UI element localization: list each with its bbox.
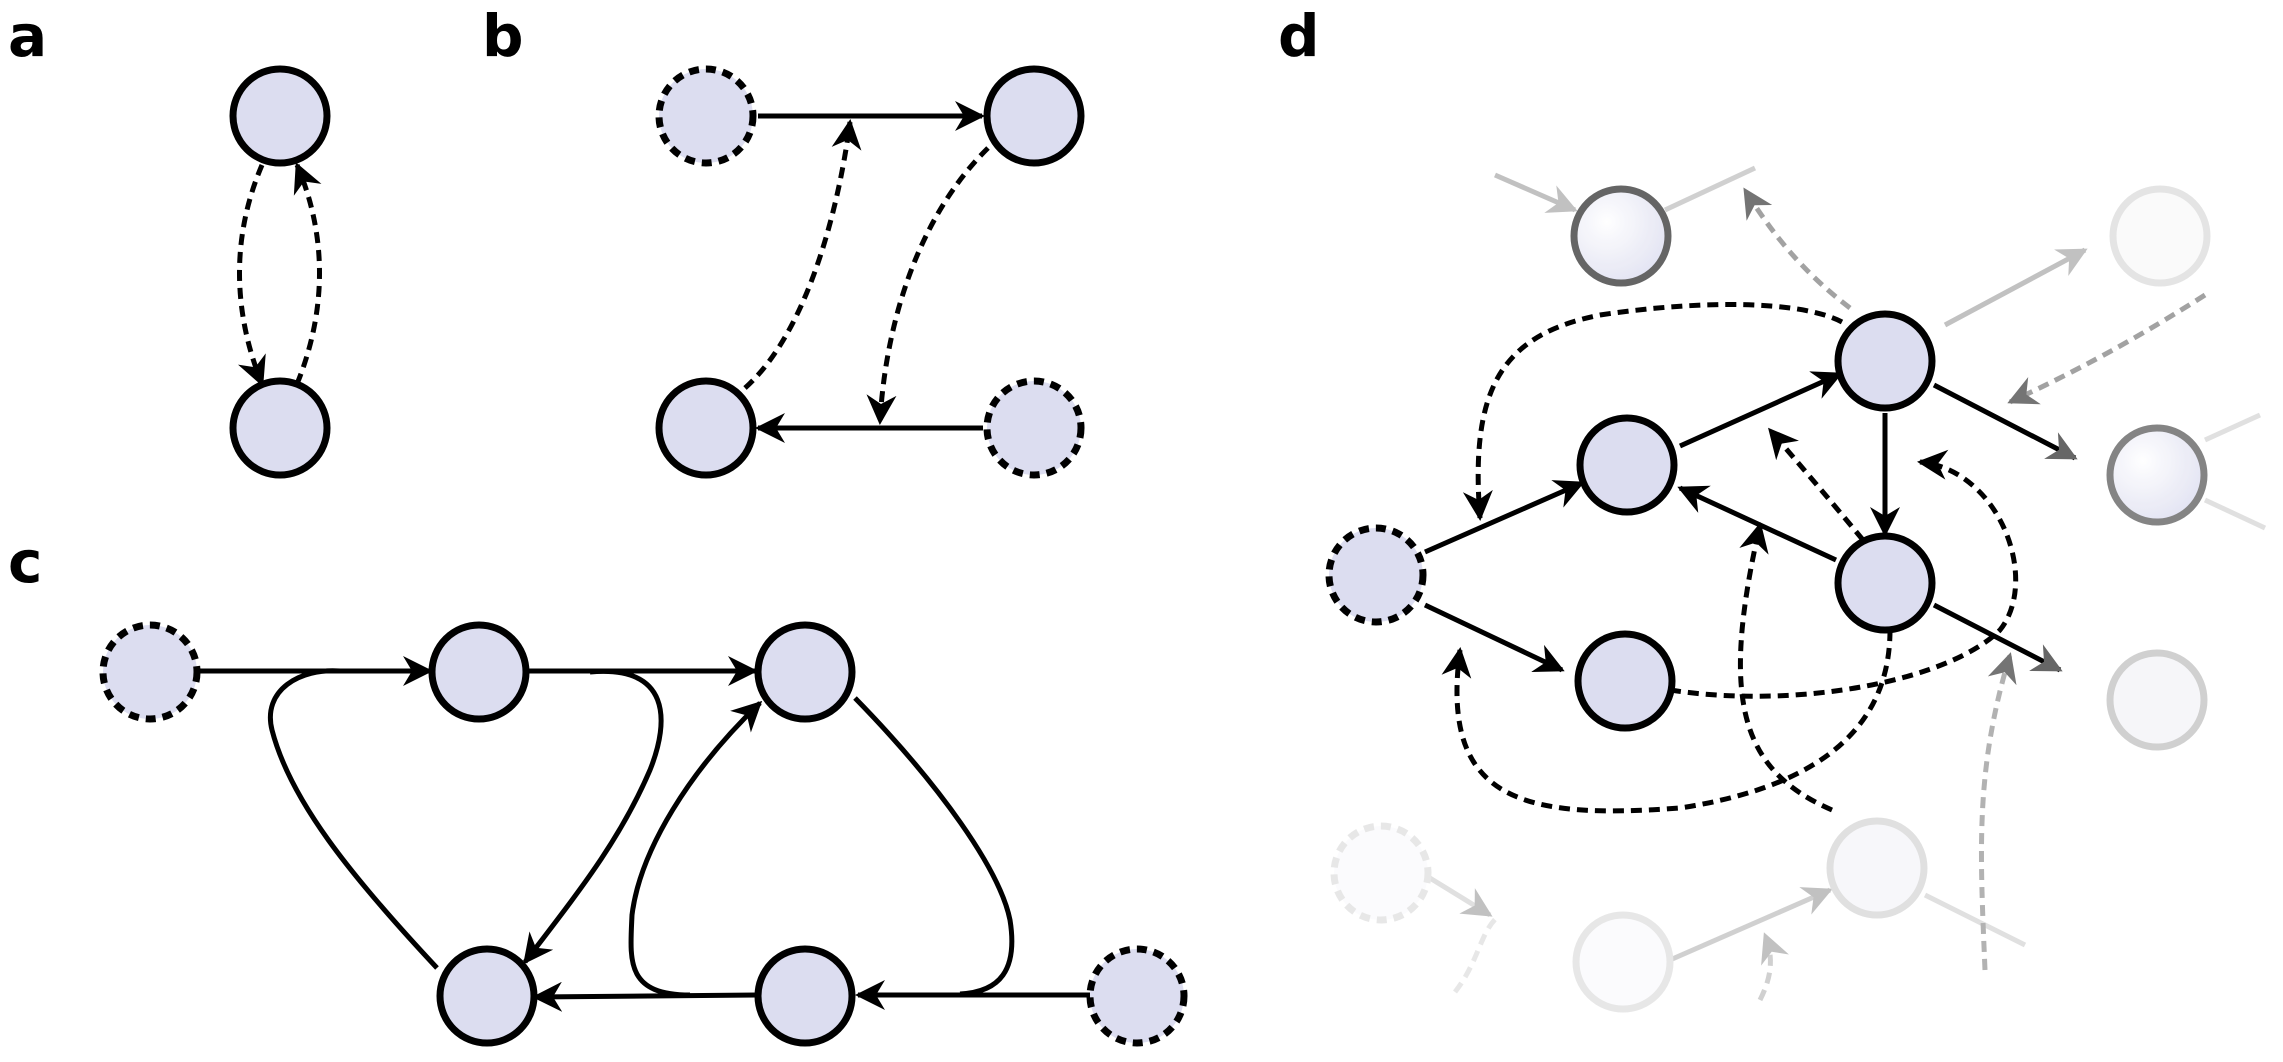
edge-c-4-3 bbox=[532, 981, 758, 1012]
faded-node-bottom-left bbox=[1330, 822, 1432, 924]
node-b-top-right bbox=[983, 65, 1085, 167]
faded-edge-dashed-up-right bbox=[1978, 652, 2017, 971]
panel-label-a: a bbox=[8, 2, 47, 70]
panel-label-c: c bbox=[8, 528, 42, 596]
panel-label-b: b bbox=[482, 2, 524, 70]
faded-edge-far-right-2 bbox=[2203, 497, 2267, 531]
node-c-4 bbox=[754, 945, 856, 1047]
edge-d-dashed-bottom-1 bbox=[1737, 522, 1833, 813]
edge-b-up-dashed bbox=[743, 119, 862, 390]
node-a-bottom bbox=[229, 377, 331, 479]
faded-node-right-2 bbox=[2106, 649, 2208, 751]
edge-d-3-right bbox=[1932, 602, 2063, 673]
faded-edge-dashed-right bbox=[2007, 292, 2207, 405]
edge-d-1-2 bbox=[1678, 371, 1843, 449]
panel-label-d: d bbox=[1278, 2, 1320, 70]
faded-edge-bottom-dash bbox=[1453, 913, 1502, 994]
node-b-input-top bbox=[655, 65, 757, 167]
faded-edge-top-in bbox=[1493, 172, 1578, 213]
faded-edge-far-right-1 bbox=[2203, 412, 2262, 443]
faded-node-right bbox=[2106, 424, 2208, 526]
node-d-input bbox=[1325, 524, 1427, 626]
edge-d-dashed-4-3 bbox=[1669, 449, 2019, 699]
edge-d-dashed-2-in bbox=[1462, 302, 1844, 521]
edge-d-3-1 bbox=[1677, 485, 1838, 563]
edge-d-in-4 bbox=[1423, 602, 1565, 673]
node-c-input-left bbox=[99, 621, 201, 723]
edge-b-down-dashed bbox=[866, 146, 990, 425]
edge-c-feedback-left bbox=[267, 668, 439, 970]
node-c-1 bbox=[428, 621, 530, 723]
faded-node-top bbox=[1570, 185, 1672, 287]
node-d-2 bbox=[1834, 310, 1936, 412]
panel-a: a bbox=[8, 2, 331, 479]
node-d-4 bbox=[1574, 630, 1676, 732]
edge-d-2-right bbox=[1932, 382, 2078, 461]
faded-edge-top-out bbox=[1663, 165, 1757, 213]
panel-b: b bbox=[482, 2, 1085, 479]
node-c-2 bbox=[754, 621, 856, 723]
edge-c-1-3 bbox=[523, 668, 664, 965]
edge-c-2-loop bbox=[853, 696, 1015, 997]
edge-d-dashed-3-in bbox=[1441, 629, 1893, 814]
faded-edge-bottom-dash-2 bbox=[1757, 932, 1789, 1002]
panel-d: d bbox=[1278, 2, 2267, 1013]
node-a-top bbox=[229, 65, 331, 167]
faded-edge-bottom-in bbox=[1423, 872, 1493, 918]
faded-node-top-right bbox=[2109, 185, 2211, 287]
edge-a-down bbox=[237, 164, 266, 387]
node-d-1 bbox=[1576, 414, 1678, 516]
faded-node-bottom bbox=[1572, 911, 1674, 1013]
edge-d-dashed-3-2up bbox=[1768, 427, 1865, 542]
edge-c-4-2 bbox=[628, 700, 763, 998]
edge-a-up bbox=[293, 162, 322, 385]
node-d-3 bbox=[1834, 532, 1936, 634]
node-c-input-right bbox=[1086, 945, 1188, 1047]
faded-edge-bottom-right bbox=[1923, 892, 2027, 948]
faded-edge-dashed-top bbox=[1742, 187, 1852, 310]
node-b-input-bottom bbox=[983, 377, 1085, 479]
faded-edge-right-up bbox=[1943, 247, 2088, 328]
panel-c: c bbox=[8, 528, 1188, 1047]
faded-context bbox=[1330, 165, 2267, 1013]
faded-node-bottom-right bbox=[1826, 817, 1928, 919]
faded-edge-bottom-mid bbox=[1668, 887, 1833, 963]
edge-d-in-1 bbox=[1423, 480, 1585, 555]
node-c-3 bbox=[436, 945, 538, 1047]
node-b-bottom-left bbox=[655, 377, 757, 479]
